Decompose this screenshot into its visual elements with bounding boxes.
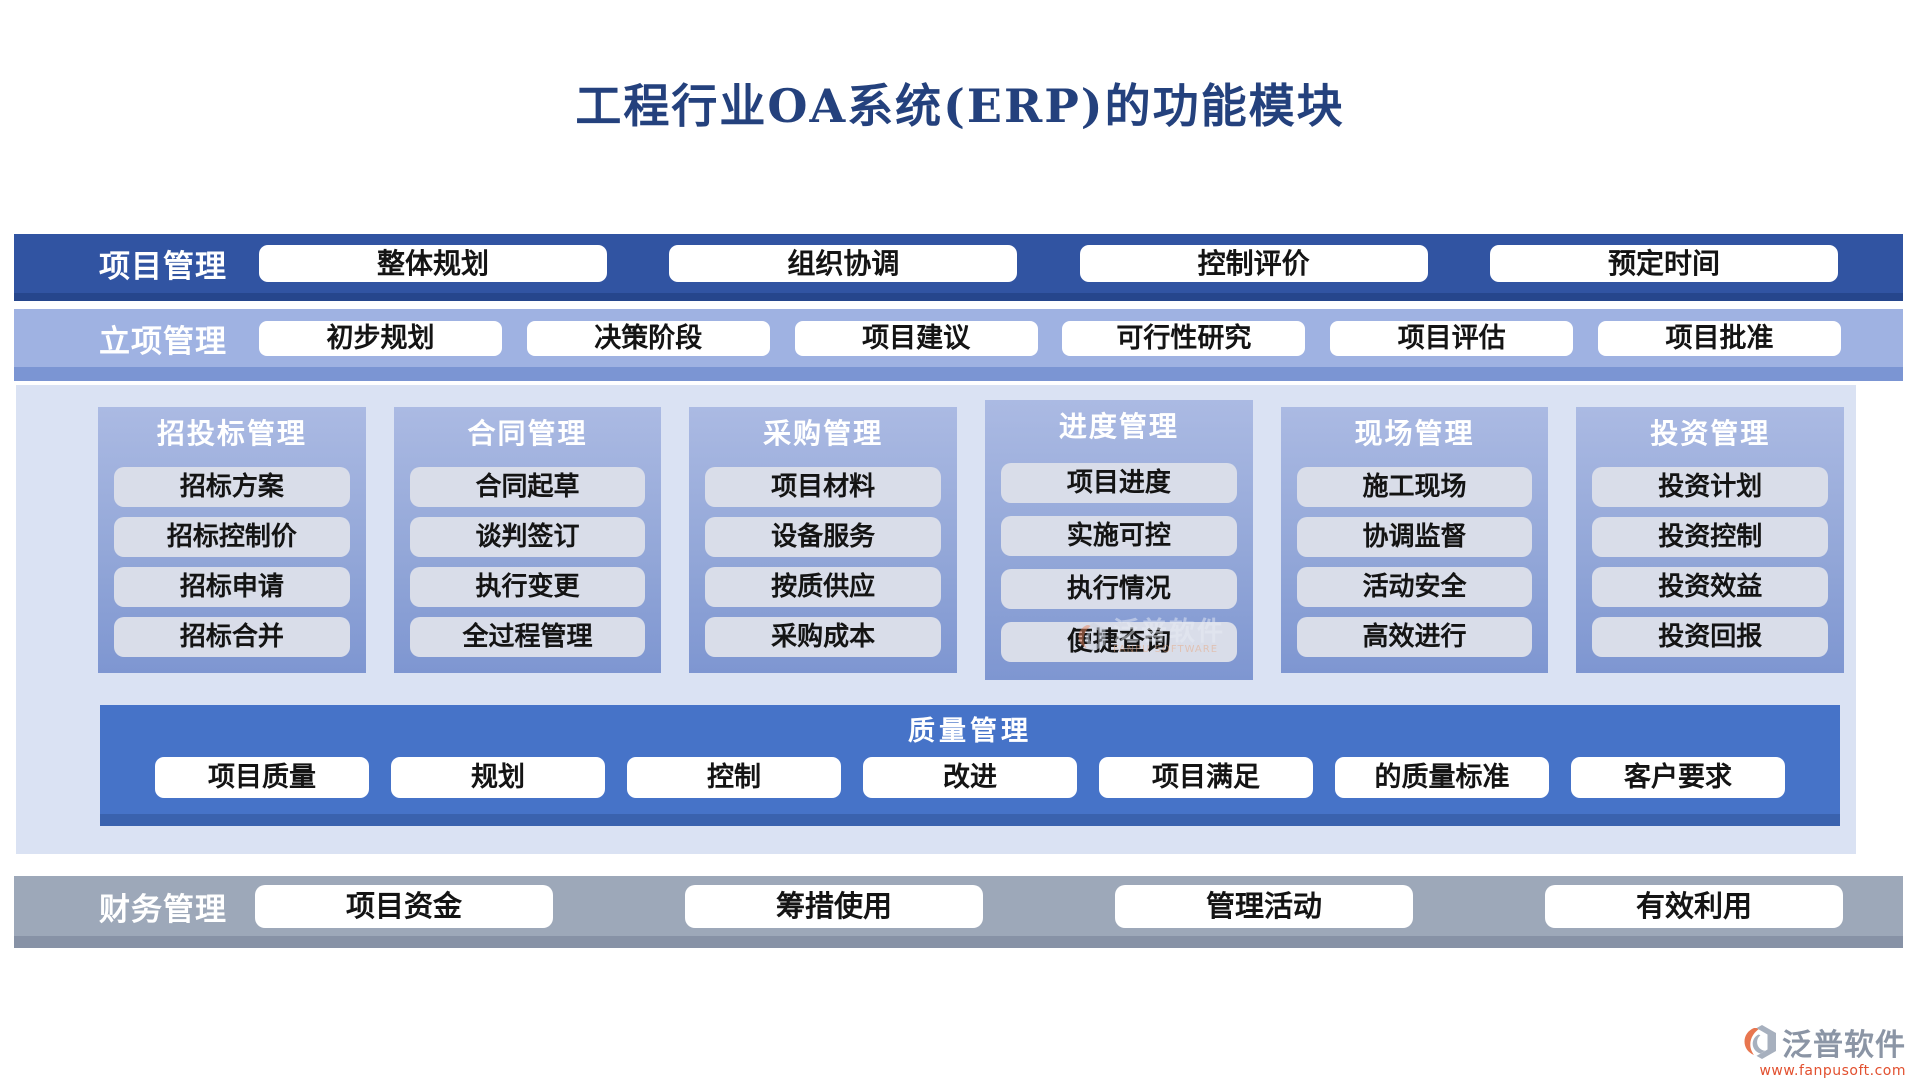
module-button[interactable]: 执行变更 [409, 567, 646, 607]
column-title: 采购管理 [763, 417, 884, 450]
module-button[interactable]: 投资计划 [1592, 467, 1829, 507]
module-pill[interactable]: 控制评价 [1079, 245, 1428, 282]
module-button[interactable]: 招标合并 [114, 617, 350, 657]
module-button[interactable]: 便捷查询 [1001, 622, 1237, 662]
band-quality-items: 项目质量 规划 控制 改进 项目满足 的质量标准 客户要求 [155, 757, 1785, 798]
band-initiation-items: 初步规划 决策阶段 项目建议 可行性研究 项目评估 项目批准 [259, 320, 1841, 356]
band-finance-items: 项目资金 筹措使用 管理活动 有效利用 [255, 884, 1843, 928]
brand-url[interactable]: www.fanpusoft.com [1759, 1063, 1906, 1079]
module-pill[interactable]: 项目评估 [1330, 320, 1574, 356]
module-button[interactable]: 项目材料 [705, 467, 942, 507]
module-button[interactable]: 招标申请 [114, 567, 350, 607]
module-pill[interactable]: 预定时间 [1489, 245, 1838, 282]
band-initiation-label: 立项管理 [99, 323, 227, 360]
module-pill[interactable]: 整体规划 [259, 245, 607, 282]
module-button[interactable]: 项目进度 [1001, 463, 1237, 503]
diagram-title: 工程行业OA系统(ERP)的功能模块 [575, 79, 1345, 133]
module-pill[interactable]: 控制 [627, 757, 841, 798]
band-finance-label: 财务管理 [99, 891, 227, 928]
module-button[interactable]: 活动安全 [1296, 567, 1533, 607]
module-button[interactable]: 谈判签订 [409, 517, 646, 557]
module-pill[interactable]: 管理活动 [1115, 884, 1413, 928]
column-investment-management: 投资管理 投资计划 投资控制 投资效益 投资回报 [1576, 407, 1845, 673]
module-button[interactable]: 协调监督 [1296, 517, 1533, 557]
module-button[interactable]: 招标方案 [114, 467, 350, 507]
module-button[interactable]: 投资控制 [1592, 517, 1829, 557]
module-button[interactable]: 按质供应 [705, 567, 942, 607]
module-button[interactable]: 合同起草 [409, 467, 646, 507]
column-contract-management: 合同管理 合同起草 谈判签订 执行变更 全过程管理 [393, 407, 662, 673]
column-bidding-management: 招投标管理 招标方案 招标控制价 招标申请 招标合并 [98, 407, 366, 673]
band-quality-label: 质量管理 [908, 716, 1032, 747]
module-pill[interactable]: 客户要求 [1571, 757, 1785, 798]
module-pill[interactable]: 项目满足 [1099, 757, 1313, 798]
brand-name: 泛普软件 [1782, 1028, 1906, 1063]
module-button[interactable]: 施工现场 [1296, 467, 1533, 507]
band-initiation-management: 立项管理 初步规划 决策阶段 项目建议 可行性研究 项目评估 项目批准 [14, 309, 1903, 381]
column-site-management: 现场管理 施工现场 协调监督 活动安全 高效进行 [1280, 407, 1549, 673]
module-pill[interactable]: 项目批准 [1597, 320, 1841, 356]
brand-logo: 泛普软件 www.fanpusoft.com [1739, 1020, 1906, 1079]
module-pill[interactable]: 筹措使用 [685, 884, 983, 928]
band-project-label: 项目管理 [99, 249, 227, 285]
module-pill[interactable]: 的质量标准 [1335, 757, 1549, 798]
module-button[interactable]: 全过程管理 [409, 617, 646, 657]
module-button[interactable]: 执行情况 [1001, 569, 1237, 609]
module-columns: 招投标管理 招标方案 招标控制价 招标申请 招标合并 合同管理 合同起草 谈判签… [98, 400, 1845, 687]
module-pill[interactable]: 项目资金 [255, 884, 553, 928]
column-title: 现场管理 [1354, 417, 1475, 450]
column-title: 进度管理 [1058, 410, 1179, 443]
module-pill[interactable]: 改进 [863, 757, 1077, 798]
band-project-management: 项目管理 整体规划 组织协调 控制评价 预定时间 [14, 234, 1903, 301]
band-finance-management: 财务管理 项目资金 筹措使用 管理活动 有效利用 [14, 876, 1903, 948]
column-title: 合同管理 [467, 417, 588, 450]
module-button[interactable]: 设备服务 [705, 517, 942, 557]
module-pill[interactable]: 有效利用 [1545, 884, 1843, 928]
band-quality-management: 质量管理 项目质量 规划 控制 改进 项目满足 的质量标准 客户要求 [100, 705, 1840, 826]
module-pill[interactable]: 项目建议 [794, 320, 1038, 356]
column-title: 招投标管理 [156, 417, 307, 450]
module-pill[interactable]: 组织协调 [669, 245, 1018, 282]
column-schedule-management: 进度管理 项目进度 实施可控 执行情况 便捷查询 [985, 400, 1253, 680]
module-button[interactable]: 高效进行 [1296, 617, 1533, 657]
module-pill[interactable]: 可行性研究 [1062, 320, 1306, 356]
middle-section: 招投标管理 招标方案 招标控制价 招标申请 招标合并 合同管理 合同起草 谈判签… [16, 385, 1856, 854]
column-procurement-management: 采购管理 项目材料 设备服务 按质供应 采购成本 [689, 407, 958, 673]
module-button[interactable]: 招标控制价 [114, 517, 350, 557]
module-button[interactable]: 投资效益 [1592, 567, 1829, 607]
module-pill[interactable]: 初步规划 [259, 320, 502, 356]
fanpu-logo-icon [1744, 1025, 1776, 1059]
module-pill[interactable]: 规划 [391, 757, 605, 798]
module-pill[interactable]: 决策阶段 [526, 320, 770, 356]
column-title: 投资管理 [1650, 417, 1771, 450]
module-button[interactable]: 投资回报 [1592, 617, 1829, 657]
brand-row: 泛普软件 [1739, 1020, 1906, 1064]
module-button[interactable]: 实施可控 [1001, 516, 1237, 556]
module-pill[interactable]: 项目质量 [155, 757, 369, 798]
band-project-items: 整体规划 组织协调 控制评价 预定时间 [259, 245, 1838, 282]
module-button[interactable]: 采购成本 [705, 617, 942, 657]
